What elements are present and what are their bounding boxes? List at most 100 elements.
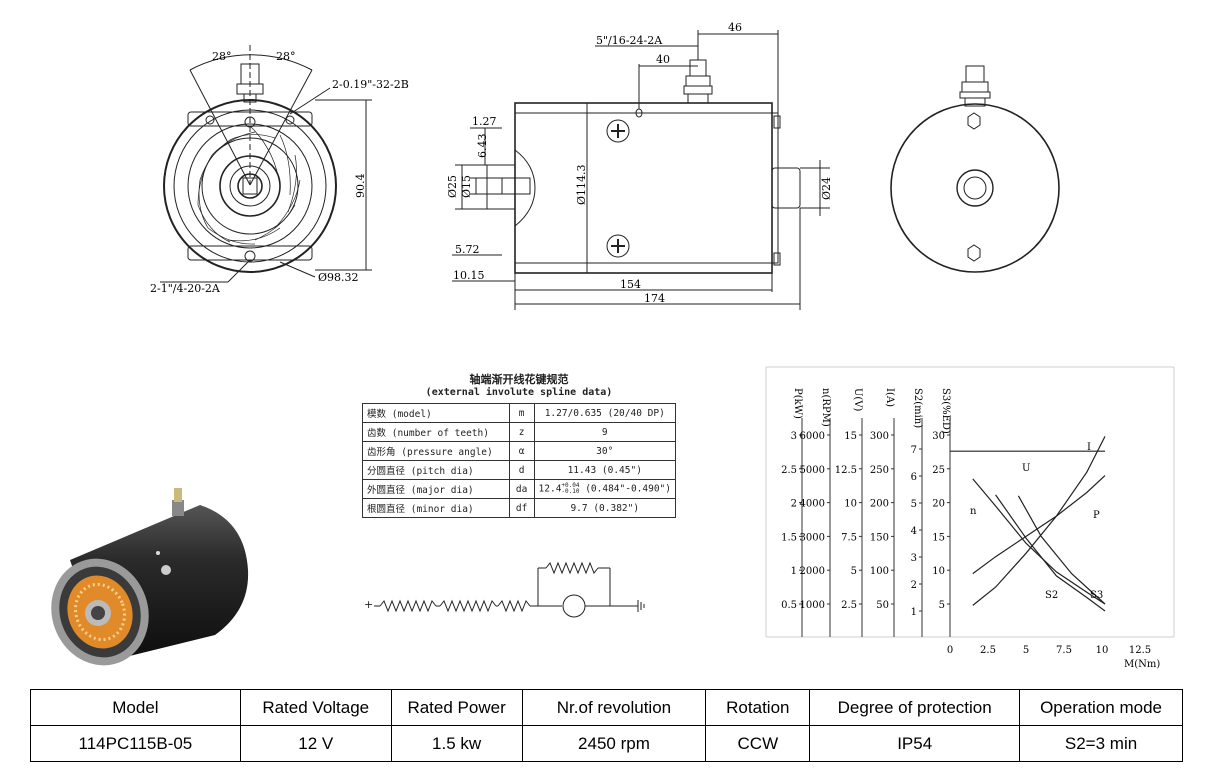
motor-spec-table: Model Rated Voltage Rated Power Nr.of re…: [30, 689, 1183, 762]
series-label-U: U: [1022, 463, 1030, 474]
dim-diameter-label: Ø98.32: [318, 271, 359, 284]
major-tol-plus: +0.04: [561, 482, 580, 489]
spline-value: 9.7 (0.382"): [533, 498, 677, 518]
spline-value-major: 12.4+0.04-0.10 (0.484"-0.490"): [533, 479, 677, 499]
y-axis-label: S3(%ED): [940, 388, 951, 434]
spline-symbol: z: [508, 422, 535, 442]
x-tick-label: 7.5: [1056, 645, 1072, 656]
spline-param: 齿数 (number of teeth): [362, 422, 510, 442]
spline-row: 模数 (model) m 1.27/0.635 (20/40 DP): [362, 403, 677, 423]
thread-label: 5"/16-24-2A: [596, 34, 663, 47]
series-line-S2: [995, 494, 1106, 612]
y-tick-label: 6: [911, 472, 917, 483]
spline-title-cn: 轴端渐开线花键规范: [469, 373, 569, 386]
y-tick-label: 3000: [800, 532, 825, 543]
y-tick-label: 7: [911, 445, 917, 456]
header-rotation: Rotation: [705, 689, 811, 726]
y-tick-label: 100: [870, 566, 889, 577]
value-revolution: 2450 rpm: [521, 725, 707, 762]
dim-6-43-label: 6.43: [476, 134, 489, 159]
y-tick-label: 25: [932, 465, 945, 476]
y-tick-label: 50: [876, 600, 889, 611]
header-model: Model: [30, 689, 241, 726]
motor-3d-illustration: [51, 488, 249, 666]
y-tick-label: 0.5: [781, 600, 797, 611]
circuit-schematic: [374, 561, 645, 618]
major-tol-minus: -0.10: [561, 488, 580, 495]
spline-symbol: d: [508, 460, 535, 480]
circuit-plus-label: +: [364, 598, 374, 611]
y-tick-label: 30: [932, 431, 945, 442]
y-axis-label: I(A): [884, 388, 895, 407]
rear-end-view-drawing: [890, 65, 1060, 273]
spline-row: 齿形角 (pressure angle) α 30°: [362, 441, 677, 461]
y-axis-label: S2(min): [912, 388, 923, 428]
value-model: 114PC115B-05: [30, 725, 241, 762]
spline-symbol: da: [508, 479, 535, 499]
side-view-drawing: 5"/16-24-2A 46 40 1.27 6.43 Ø25 Ø15 Ø114…: [446, 21, 833, 310]
value-rotation: CCW: [705, 725, 811, 762]
dim-46-label: 46: [728, 21, 742, 34]
spline-row: 分圆直径 (pitch dia) d 11.43 (0.45"): [362, 460, 677, 480]
spline-value: 11.43 (0.45"): [533, 460, 677, 480]
dim-d114-label: Ø114.3: [575, 164, 588, 205]
series-line-P: [972, 475, 1106, 575]
series-label-P: P: [1093, 510, 1100, 521]
angle-right-label: 28°: [276, 50, 296, 63]
value-operation-mode: S2=3 min: [1019, 725, 1183, 762]
y-axis-label: P(kW): [792, 388, 803, 419]
y-tick-label: 5000: [800, 465, 825, 476]
x-axis-label: M(Nm): [1124, 659, 1160, 670]
spline-value: 30°: [533, 441, 677, 461]
spline-param: 外圆直径 (major dia): [362, 479, 510, 499]
dim-d24-label: Ø24: [820, 177, 833, 200]
y-tick-label: 15: [932, 532, 945, 543]
y-tick-label: 7.5: [841, 532, 857, 543]
spline-value: 9: [533, 422, 677, 442]
header-revolution: Nr.of revolution: [521, 689, 707, 726]
dim-d15-label: Ø15: [460, 175, 473, 198]
y-tick-label: 5: [911, 499, 917, 510]
x-tick-label: 10: [1096, 645, 1109, 656]
y-tick-label: 2000: [800, 566, 825, 577]
y-tick-label: 2: [911, 580, 917, 591]
y-tick-label: 10: [932, 566, 945, 577]
series-line-S3: [1017, 495, 1106, 605]
major-value: 12.4: [538, 483, 562, 495]
spline-title-en: (external involute spline data): [425, 387, 613, 398]
y-tick-label: 1: [791, 566, 797, 577]
y-tick-label: 300: [870, 431, 889, 442]
x-tick-label: 5: [1023, 645, 1029, 656]
dim-154-label: 154: [620, 278, 641, 291]
y-tick-label: 250: [870, 465, 889, 476]
major-value-inch: (0.484"-0.490"): [579, 483, 671, 495]
performance-chart: P(kW)0.511.522.53n(RPM)10002000300040005…: [765, 366, 1175, 670]
front-end-view-drawing: 28° 28° 2-0.19"-32-2B 2-1"/4-20-2A Ø98.3…: [150, 45, 409, 295]
x-tick-label: 12.5: [1129, 645, 1151, 656]
y-tick-label: 2.5: [841, 600, 857, 611]
spline-row: 外圆直径 (major dia) da 12.4+0.04-0.10 (0.48…: [362, 479, 677, 499]
y-tick-label: 4000: [800, 499, 825, 510]
dim-40-label: 40: [656, 53, 670, 66]
series-label-I: I: [1087, 442, 1091, 453]
value-protection: IP54: [809, 725, 1021, 762]
y-tick-label: 15: [844, 431, 857, 442]
y-axis-label: n(RPM): [820, 388, 831, 427]
spline-param: 分圆直径 (pitch dia): [362, 460, 510, 480]
spline-param: 模数 (model): [362, 403, 510, 423]
header-protection: Degree of protection: [809, 689, 1021, 726]
thread-bottom-label: 2-1"/4-20-2A: [150, 282, 221, 295]
y-tick-label: 12.5: [835, 465, 857, 476]
y-tick-label: 5: [939, 600, 945, 611]
header-rated-voltage: Rated Voltage: [239, 689, 392, 726]
x-tick-label: 0: [947, 645, 953, 656]
y-tick-label: 6000: [800, 431, 825, 442]
dim-5-72-label: 5.72: [455, 243, 480, 256]
header-operation-mode: Operation mode: [1019, 689, 1183, 726]
angle-left-label: 28°: [212, 50, 232, 63]
spline-param: 齿形角 (pressure angle): [362, 441, 510, 461]
y-tick-label: 150: [870, 532, 889, 543]
y-tick-label: 1000: [800, 600, 825, 611]
y-tick-label: 3: [791, 431, 797, 442]
series-line-I: [972, 436, 1106, 606]
